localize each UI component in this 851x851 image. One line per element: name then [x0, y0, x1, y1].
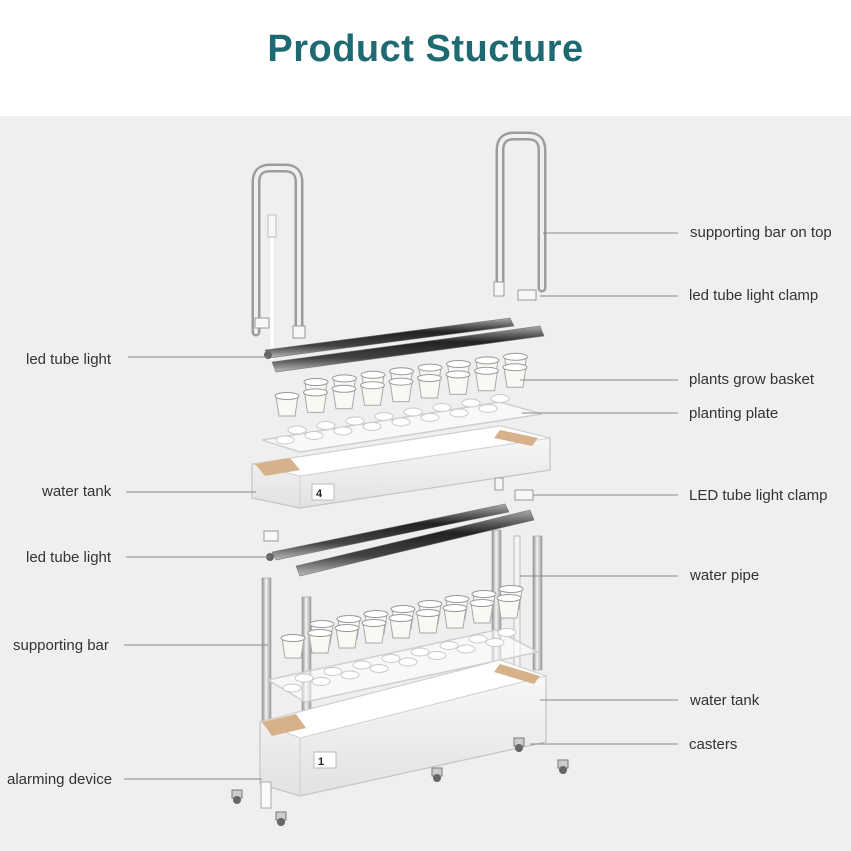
- supporting-bar-on-top-right: [495, 131, 547, 293]
- plants-grow-basket-rim: [334, 624, 360, 632]
- label-plants-grow-basket: plants grow basket: [689, 371, 815, 388]
- plate-hole: [294, 673, 314, 683]
- label-led-tube-light-clamp-top: led tube light clamp: [689, 287, 819, 304]
- tank-number-lower: 1: [318, 756, 324, 768]
- plants-grow-basket-rim: [471, 590, 497, 598]
- led-tube-light-lower: [266, 503, 535, 577]
- plate-hole: [323, 667, 343, 676]
- plants-grow-basket-rim: [303, 378, 329, 386]
- label-supporting-bar-on-top: supporting bar on top: [690, 224, 832, 241]
- plants-grow-basket-rim: [390, 605, 416, 613]
- leader-lines: [124, 232, 678, 780]
- plate-hole: [362, 422, 382, 431]
- label-led-tube-light-lower: led tube light: [26, 549, 112, 566]
- plants-grow-basket-rim: [415, 609, 441, 617]
- plants-grow-basket-rim: [360, 381, 385, 390]
- plate-hole: [497, 628, 517, 637]
- plants-grow-basket-rim: [502, 363, 528, 372]
- plate-hole: [398, 657, 418, 667]
- tank-number-upper: 4: [316, 488, 323, 500]
- plants-grow-basket-rim: [446, 360, 471, 368]
- supporting-bar-on-top-left: [251, 163, 304, 360]
- plants-grow-basket-rim: [417, 374, 442, 382]
- plate-hole: [439, 641, 459, 650]
- plants-grow-basket-upper-group: [274, 352, 528, 417]
- plate-hole: [468, 634, 488, 644]
- plants-grow-basket-rim: [388, 614, 414, 622]
- plate-hole: [427, 651, 447, 660]
- planting-plate-lower: [265, 628, 541, 703]
- plate-hole: [410, 647, 430, 657]
- plate-hole: [374, 412, 394, 421]
- plants-grow-basket-rim: [336, 615, 362, 623]
- plants-grow-basket-rim: [417, 600, 443, 608]
- plate-hole: [456, 644, 476, 654]
- plate-hole: [485, 638, 505, 647]
- alarming-device: [260, 781, 272, 809]
- label-led-tube-light-clamp-mid: LED tube light clamp: [689, 487, 828, 504]
- plants-grow-basket-rim: [445, 370, 471, 379]
- label-alarming-device: alarming device: [7, 771, 113, 788]
- led-tube-light-clamp-mid: [263, 477, 534, 542]
- label-water-tank-lower: water tank: [690, 692, 760, 709]
- plate-hole: [381, 654, 401, 663]
- led-tube-light-clamp-top: [254, 281, 537, 339]
- plate-hole: [333, 426, 353, 436]
- plants-grow-basket-rim: [309, 620, 335, 628]
- plants-grow-basket-rim: [496, 594, 522, 602]
- plate-hole: [403, 407, 423, 417]
- plate-hole: [311, 677, 331, 686]
- plants-grow-basket-rim: [360, 370, 386, 379]
- plate-hole: [490, 394, 510, 403]
- plants-grow-basket-rim: [444, 595, 470, 603]
- plants-grow-basket-rim: [474, 366, 499, 375]
- plate-hole: [420, 413, 440, 422]
- plants-grow-basket-rim: [388, 377, 414, 386]
- plants-grow-basket-rim: [303, 388, 328, 397]
- plate-hole: [432, 403, 452, 412]
- plants-grow-basket-rim: [363, 610, 389, 618]
- plants-grow-basket-rim: [417, 363, 443, 372]
- label-water-pipe: water pipe: [690, 567, 760, 584]
- plate-hole: [449, 408, 469, 418]
- plate-hole: [316, 421, 336, 430]
- water-tank-lower: 1: [258, 659, 548, 797]
- plants-grow-basket-rim: [307, 629, 333, 637]
- plants-grow-basket-rim: [442, 604, 468, 612]
- label-casters: casters: [689, 736, 738, 753]
- plate-hole: [369, 664, 389, 673]
- plate-hole: [304, 431, 324, 440]
- water-tank-upper: 4: [251, 425, 551, 509]
- plants-grow-basket-rim: [469, 599, 495, 607]
- plants-grow-basket-rim: [280, 634, 306, 642]
- page-title: Product Stucture: [267, 28, 584, 70]
- label-planting-plate: planting plate: [689, 405, 779, 422]
- plants-grow-basket-rim: [331, 384, 357, 393]
- plate-hole: [282, 683, 302, 693]
- plants-grow-basket-rim: [498, 585, 524, 593]
- plate-hole: [478, 404, 498, 413]
- plate-hole: [352, 660, 372, 670]
- led-tube-light-upper: [264, 317, 545, 373]
- plants-grow-basket-rim: [503, 352, 528, 361]
- plants-grow-basket-rim: [274, 392, 300, 400]
- plate-hole: [340, 670, 360, 680]
- plants-grow-basket-rim: [361, 619, 387, 627]
- plants-grow-basket-lower-group: [280, 585, 524, 659]
- plate-hole: [345, 416, 365, 426]
- plants-grow-basket-rim: [332, 374, 357, 383]
- plate-hole: [461, 398, 481, 408]
- planting-plate-upper: [261, 394, 543, 453]
- label-water-tank-upper: water tank: [42, 483, 112, 500]
- label-led-tube-light-upper: led tube light: [26, 351, 112, 368]
- plants-grow-basket-rim: [389, 367, 414, 376]
- casters: [231, 737, 569, 826]
- plate-hole: [391, 417, 411, 427]
- label-supporting-bar: supporting bar: [13, 637, 109, 654]
- plate-hole: [287, 425, 307, 435]
- plants-grow-basket-rim: [474, 356, 500, 365]
- plate-hole: [275, 435, 295, 445]
